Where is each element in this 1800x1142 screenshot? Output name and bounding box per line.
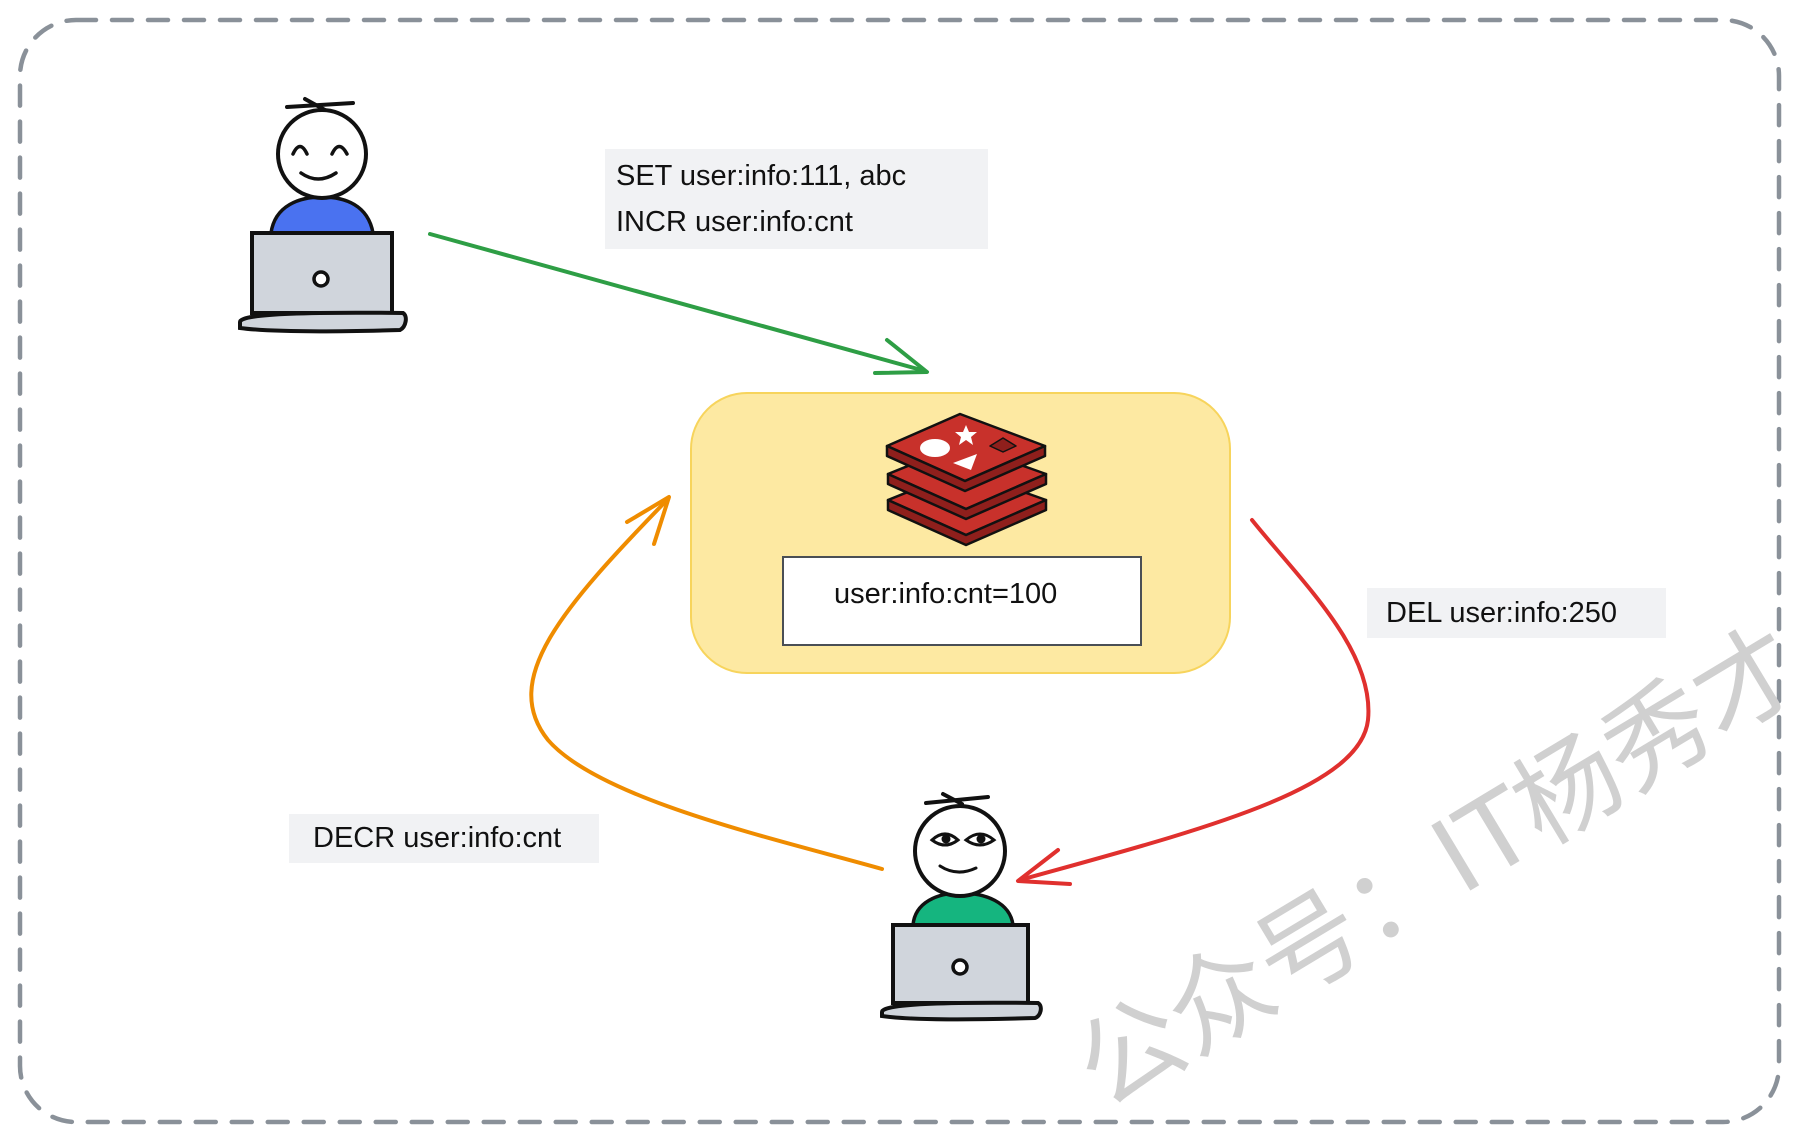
redis-stored-value: user:info:cnt=100 <box>782 556 1142 646</box>
client-bottom-laptop-lens <box>951 958 969 976</box>
client-top <box>238 97 408 334</box>
command-incr: INCR user:info:cnt <box>616 206 853 238</box>
client-top-head <box>276 108 368 200</box>
arrow-decr-line <box>529 497 884 871</box>
client-top-hair-icon <box>285 97 355 112</box>
command-decr: DECR user:info:cnt <box>313 822 562 854</box>
client-bottom-head <box>913 804 1007 898</box>
client-top-face-icon <box>291 144 349 181</box>
client-bottom-laptop-base <box>880 1000 1043 1022</box>
arrow-set-incr-line <box>428 232 927 373</box>
client-top-laptop-lens <box>312 270 330 288</box>
client-bottom-face-icon <box>929 832 997 874</box>
redis-logo-icon <box>885 412 1048 547</box>
label-set-incr-commands: SET user:info:111, abc INCR user:info:cn… <box>605 149 988 249</box>
watermark: 公众号：IT杨秀才 <box>1055 603 1800 1131</box>
client-bottom-hair-icon <box>924 792 990 806</box>
label-decr-command: DECR user:info:cnt <box>289 814 599 863</box>
arrow-del-head <box>1016 848 1072 886</box>
label-del-command: DEL user:info:250 <box>1367 588 1666 638</box>
command-set: SET user:info:111, abc <box>616 160 907 192</box>
arrow-decr <box>529 495 884 871</box>
arrow-set-incr-head <box>873 338 929 375</box>
arrow-decr-head <box>625 495 671 546</box>
client-bottom <box>880 792 1043 1022</box>
client-top-body <box>268 195 376 235</box>
client-top-laptop-base <box>238 310 408 334</box>
arrow-set-incr <box>428 232 929 375</box>
arrow-del <box>1016 518 1371 886</box>
outer-frame <box>17 17 1782 1125</box>
arrow-del-line <box>1018 518 1371 882</box>
command-del: DEL user:info:250 <box>1386 597 1618 629</box>
